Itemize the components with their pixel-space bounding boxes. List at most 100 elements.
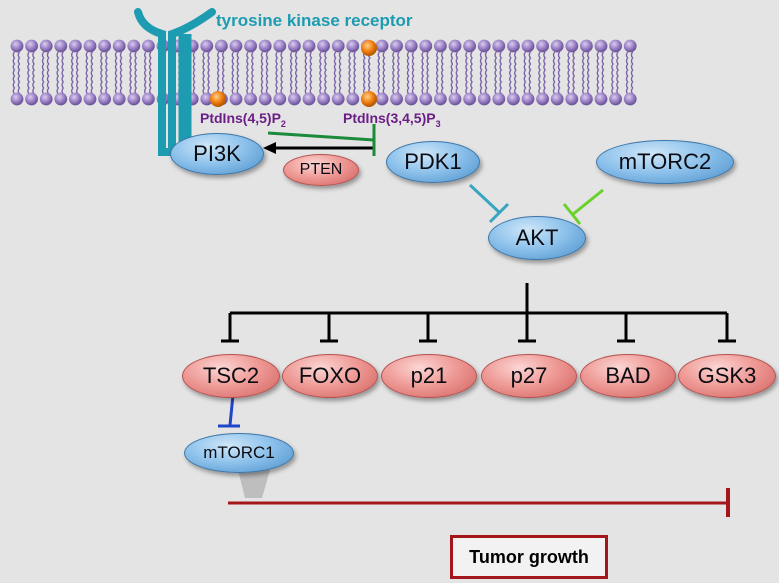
lipid-head	[521, 92, 535, 106]
lipid-head	[463, 39, 476, 53]
tumor-growth-box: Tumor growth	[450, 535, 608, 579]
lipid-tail	[251, 51, 254, 101]
lipid-head	[550, 39, 564, 53]
lipid-tail	[450, 51, 454, 101]
lipid-tail	[338, 51, 342, 101]
lipid-head	[594, 39, 608, 53]
lipid-head	[477, 92, 491, 106]
foxo-node: FOXO	[282, 354, 378, 398]
receptor-label: tyrosine kinase receptor	[216, 11, 413, 30]
lipid-head	[580, 92, 593, 106]
pip2-label: PtdIns(4,5)P2	[200, 110, 286, 129]
lipid-tail	[265, 51, 269, 101]
lipid-head	[39, 39, 53, 53]
lipid-tail	[479, 51, 483, 101]
lipid-head	[54, 92, 68, 106]
lipid-head	[317, 92, 330, 106]
lipid-head	[419, 92, 433, 106]
lipid-tail	[455, 51, 459, 101]
lipid-head	[273, 39, 287, 53]
lipid-head	[448, 39, 462, 53]
pip3-label: PtdIns(3,4,5)P3	[343, 110, 441, 129]
lipid-tail	[207, 51, 211, 101]
lipid-tail	[333, 51, 337, 101]
lipid-head	[200, 39, 214, 53]
lipid-tail	[572, 51, 576, 101]
lipid-head	[317, 39, 330, 53]
lipid-head	[404, 39, 418, 53]
lipid-tail	[587, 51, 590, 101]
pdk1-to-akt	[468, 183, 502, 215]
lipid-tail	[134, 51, 138, 101]
lipid-tail	[382, 51, 386, 101]
lipid-tail	[129, 51, 133, 101]
lipid-tail	[71, 51, 74, 101]
lipid-head	[536, 92, 549, 106]
lipid-tail	[363, 51, 366, 101]
lipid-head	[492, 92, 506, 106]
pi3k-node: PI3K	[170, 133, 264, 175]
lipid-tail	[538, 51, 541, 101]
lipid-head	[258, 39, 272, 53]
lipid-tail	[290, 51, 293, 101]
phosphate-groups	[210, 40, 377, 107]
lipid-tail	[616, 51, 619, 101]
lipid-tail	[280, 51, 284, 101]
lipid-head	[419, 39, 433, 53]
lipid-head	[112, 92, 126, 106]
lipid-head	[521, 39, 535, 53]
lipid-head	[331, 39, 345, 53]
lipid-tail	[41, 51, 45, 101]
lipid-head	[536, 39, 549, 53]
akt-inhibition-drops	[221, 313, 736, 343]
lipid-tail	[499, 51, 503, 101]
lipid-tail	[17, 51, 21, 101]
lipid-tail	[470, 51, 473, 101]
lipid-tail	[85, 51, 89, 101]
lipid-head	[25, 39, 38, 53]
lipid-tail	[32, 51, 35, 101]
lipid-tail	[27, 51, 30, 101]
lipid-tail	[436, 51, 439, 101]
lipid-tail	[56, 51, 60, 101]
tsc2-node: TSC2	[182, 354, 280, 398]
lipid-head	[127, 92, 141, 106]
lipid-head	[463, 92, 476, 106]
phosphate-group	[210, 91, 226, 107]
lipid-tail	[260, 51, 264, 101]
pdk1-akt-bar	[488, 202, 510, 224]
lipid-tail	[465, 51, 468, 101]
lipid-tail	[12, 51, 16, 101]
lipid-tail	[441, 51, 444, 101]
lipid-head	[229, 92, 243, 106]
lipid-tail	[552, 51, 556, 101]
lipid-head	[623, 92, 637, 106]
lipid-head	[244, 92, 257, 106]
lipid-tail	[514, 51, 517, 101]
lipid-head	[98, 39, 111, 53]
lipid-head	[404, 92, 418, 106]
lipid-head	[229, 39, 243, 53]
lipid-tail	[611, 51, 614, 101]
lipid-head	[288, 39, 301, 53]
lipid-tail	[353, 51, 357, 101]
pten-node: PTEN	[283, 154, 359, 186]
mtorc2-node: mTORC2	[596, 140, 734, 184]
lipid-head	[54, 39, 68, 53]
pathway-arrows	[218, 124, 736, 517]
pip2-pip3-link	[267, 131, 375, 142]
lipid-tail	[222, 51, 225, 101]
lipid-head	[565, 92, 579, 106]
lipid-tail	[596, 51, 600, 101]
mtorc2-akt-bar	[562, 203, 582, 225]
cell-membrane	[10, 39, 637, 106]
lipid-tail	[275, 51, 279, 101]
lipid-tail	[426, 51, 430, 101]
lipid-head	[258, 92, 272, 106]
lipid-tail	[114, 51, 118, 101]
pdk1-node: PDK1	[386, 141, 480, 183]
lipid-tail	[236, 51, 240, 101]
lipid-tail	[397, 51, 400, 101]
lipid-tail	[348, 51, 352, 101]
